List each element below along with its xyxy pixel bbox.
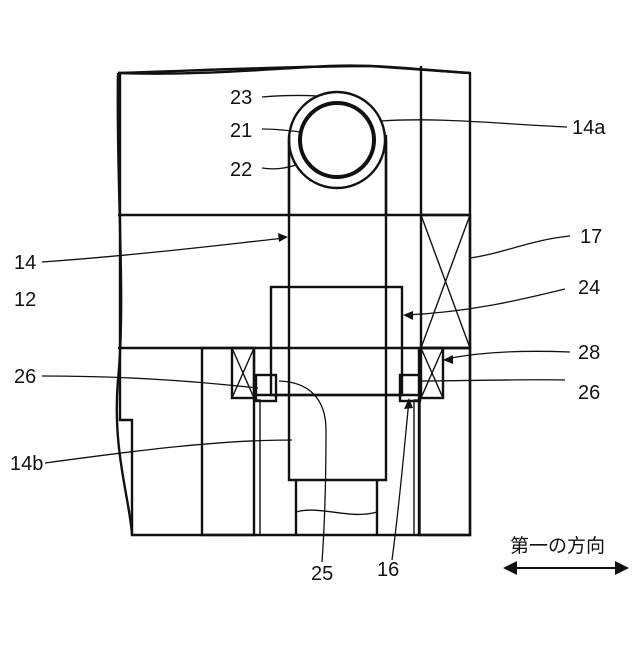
arrow-16 bbox=[404, 398, 413, 409]
label-24: 24 bbox=[578, 277, 600, 299]
label-21: 21 bbox=[230, 120, 252, 142]
rod-14b bbox=[296, 480, 377, 535]
right-hatched-wall bbox=[419, 348, 470, 535]
leader-21 bbox=[262, 129, 300, 132]
rod-14 bbox=[289, 135, 386, 480]
leader-14 bbox=[42, 238, 285, 262]
label-25: 25 bbox=[311, 563, 333, 585]
label-14b: 14b bbox=[10, 453, 43, 475]
label-28: 28 bbox=[578, 342, 600, 364]
direction-label: 第一の方向 bbox=[510, 535, 605, 557]
washer-26-left bbox=[256, 375, 276, 401]
leader-24 bbox=[406, 289, 565, 315]
leader-23 bbox=[262, 95, 318, 97]
arrow-24 bbox=[403, 311, 413, 320]
leader-14a bbox=[381, 120, 567, 127]
leader-26-left bbox=[42, 376, 258, 388]
label-16: 16 bbox=[377, 559, 399, 581]
rod-break-line bbox=[296, 510, 377, 514]
leader-28 bbox=[446, 351, 570, 359]
arrow-14 bbox=[278, 233, 288, 242]
label-26-left: 26 bbox=[14, 366, 36, 388]
leader-22 bbox=[262, 165, 296, 169]
leader-17 bbox=[470, 236, 570, 258]
label-14a: 14a bbox=[572, 117, 606, 139]
pipe-21 bbox=[300, 103, 374, 177]
label-26-right: 26 bbox=[578, 382, 600, 404]
seal-28-right-cross bbox=[421, 348, 443, 398]
body-outline bbox=[118, 66, 470, 535]
seal-28-left-cross bbox=[232, 348, 254, 398]
direction-arrow-left-head bbox=[503, 561, 517, 575]
label-22: 22 bbox=[230, 159, 252, 181]
direction-arrow-right-head bbox=[615, 561, 629, 575]
arrow-28 bbox=[443, 355, 453, 364]
label-14: 14 bbox=[14, 252, 36, 274]
element-17-cross bbox=[421, 215, 470, 348]
sleeve-24 bbox=[271, 287, 402, 395]
label-12: 12 bbox=[14, 289, 36, 311]
leader-26-right bbox=[418, 380, 565, 381]
top-wavy-edge bbox=[118, 66, 470, 74]
label-23: 23 bbox=[230, 87, 252, 109]
label-17: 17 bbox=[580, 226, 602, 248]
